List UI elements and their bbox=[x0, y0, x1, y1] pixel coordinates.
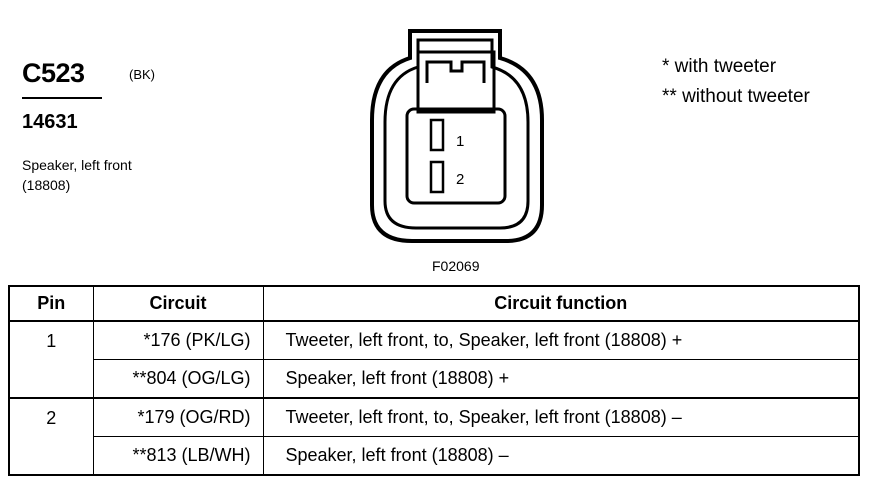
table-row: **813 (LB/WH) Speaker, left front (18808… bbox=[9, 436, 860, 476]
circuit-function: Tweeter, left front, to, Speaker, left f… bbox=[262, 397, 860, 437]
title-underline bbox=[22, 97, 102, 99]
pin-cavity-block bbox=[405, 107, 507, 205]
circuit-code: *179 (OG/RD) bbox=[92, 397, 264, 437]
table-row: 1 *176 (PK/LG) Tweeter, left front, to, … bbox=[8, 320, 860, 399]
pin-label-2: 2 bbox=[456, 171, 464, 188]
table-header-row: Pin Circuit Circuit function bbox=[8, 285, 860, 322]
table-row: 2 *179 (OG/RD) Tweeter, left front, to, … bbox=[8, 397, 860, 476]
pin-number: 2 bbox=[8, 397, 94, 476]
circuit-code: **804 (OG/LG) bbox=[92, 359, 264, 399]
connector-inner-housing bbox=[383, 38, 530, 230]
connector-description-code: (18808) bbox=[22, 177, 71, 193]
note-without-tweeter: ** without tweeter bbox=[662, 86, 810, 107]
latch-tab bbox=[416, 50, 496, 114]
circuit-function: Speaker, left front (18808) – bbox=[262, 436, 860, 476]
table-row: **804 (OG/LG) Speaker, left front (18808… bbox=[9, 359, 860, 399]
circuit-code: *176 (PK/LG) bbox=[92, 320, 264, 360]
pin-slot-1 bbox=[429, 118, 445, 152]
connector-outer-housing bbox=[370, 29, 544, 243]
pin-number: 1 bbox=[8, 320, 94, 399]
connector-color: (BK) bbox=[129, 67, 155, 82]
latch-notch bbox=[425, 60, 486, 83]
header-pin: Pin bbox=[8, 285, 94, 322]
connector-description: Speaker, left front bbox=[22, 157, 132, 173]
circuit-function: Speaker, left front (18808) + bbox=[262, 359, 860, 399]
note-with-tweeter: * with tweeter bbox=[662, 56, 777, 77]
header-circuit: Circuit bbox=[92, 285, 264, 322]
connector-id: C523 bbox=[22, 58, 85, 88]
circuit-function: Tweeter, left front, to, Speaker, left f… bbox=[262, 320, 860, 360]
pin-label-1: 1 bbox=[456, 133, 464, 150]
pin-slot-2 bbox=[429, 160, 445, 194]
figure-code: F02069 bbox=[432, 258, 480, 274]
pin-table: Pin Circuit Circuit function 1 *176 (PK/… bbox=[8, 285, 860, 476]
circuit-code: **813 (LB/WH) bbox=[92, 436, 264, 476]
part-number: 14631 bbox=[22, 111, 78, 133]
header-circuit-function: Circuit function bbox=[262, 285, 860, 322]
connector-face-diagram: 1 2 bbox=[370, 29, 544, 243]
